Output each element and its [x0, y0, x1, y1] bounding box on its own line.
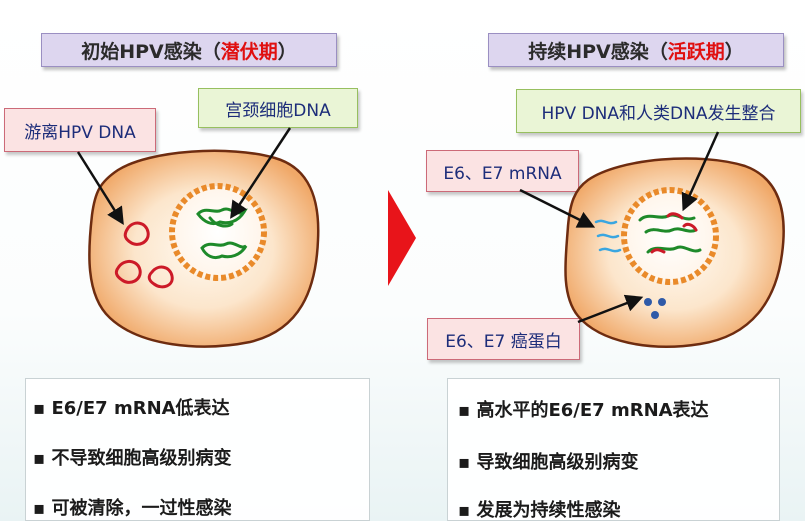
left-nucleus	[169, 183, 267, 281]
left-bullet-3: ▪ 可被清除，一过性感染	[33, 498, 232, 519]
right-title-highlight: 活跃期	[667, 40, 725, 63]
right-title-end: ）	[724, 40, 744, 63]
right-bullet-3: ▪ 发展为持续性感染	[458, 500, 621, 521]
left-bullet-panel	[25, 378, 370, 521]
right-nucleus	[621, 187, 719, 285]
left-title-main: 初始HPV感染（	[81, 40, 221, 63]
oncoprotein-label: E6、E7 癌蛋白	[427, 318, 580, 360]
oncoprotein-dots	[644, 298, 666, 319]
left-title-end: ）	[277, 40, 297, 63]
left-bullet-2: ▪ 不导致细胞高级别病变	[33, 448, 232, 469]
right-integrated-dna	[638, 212, 702, 254]
episomal-dna-label: 游离HPV DNA	[4, 108, 156, 152]
right-title: 持续HPV感染（活跃期）	[488, 33, 784, 67]
integration-label: HPV DNA和人类DNA发生整合	[516, 89, 801, 133]
right-bullet-panel	[447, 378, 780, 521]
left-episomes	[114, 221, 174, 289]
mrna-squiggles	[594, 219, 622, 253]
right-bullet-1: ▪ 高水平的E6/E7 mRNA表达	[458, 400, 709, 421]
mrna-label: E6、E7 mRNA	[426, 150, 579, 192]
transition-arrow	[388, 190, 416, 286]
host-dna-label: 宫颈细胞DNA	[198, 88, 358, 128]
left-title: 初始HPV感染（潜伏期）	[41, 33, 337, 67]
right-bullet-2: ▪ 导致细胞高级别病变	[458, 452, 639, 473]
right-title-main: 持续HPV感染（	[528, 40, 668, 63]
left-title-highlight: 潜伏期	[220, 40, 278, 63]
left-bullet-1: ▪ E6/E7 mRNA低表达	[33, 398, 230, 419]
